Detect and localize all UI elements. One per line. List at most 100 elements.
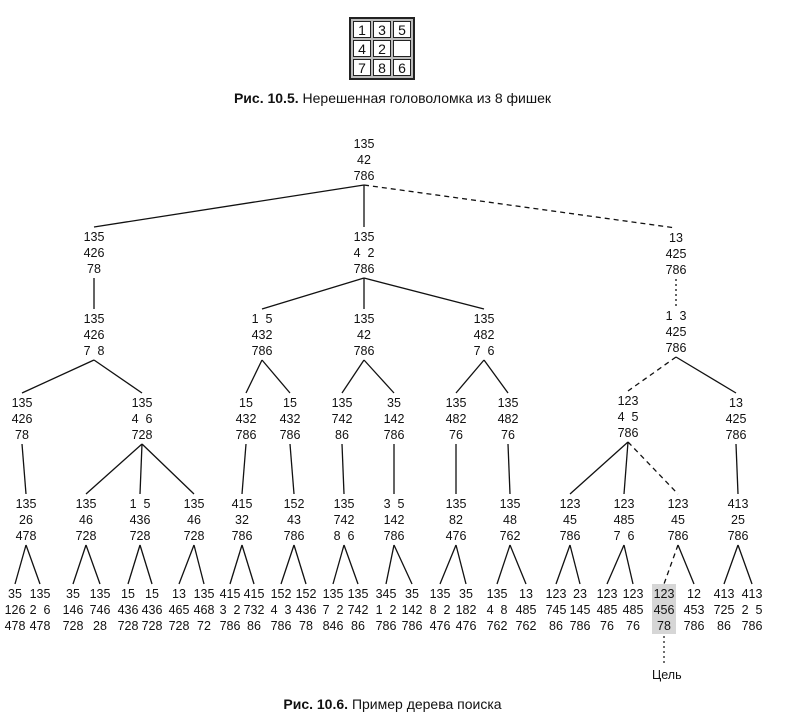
- tree-edge: [141, 443, 195, 495]
- node-row: 762: [487, 619, 508, 633]
- node-row: 135: [500, 497, 521, 511]
- node-row: 426: [84, 246, 105, 260]
- node-row: 453: [684, 603, 705, 617]
- node-row: 728: [142, 619, 163, 633]
- node-row: 135: [84, 230, 105, 244]
- node-row: 413: [742, 587, 763, 601]
- node-row: 1 5: [252, 312, 273, 326]
- node-row: 13: [669, 231, 683, 245]
- puzzle-cell: 5: [393, 21, 411, 38]
- node-row: 152: [296, 587, 317, 601]
- node-row: 426: [84, 328, 105, 342]
- node-row: 78: [657, 619, 671, 633]
- puzzle-cell: 1: [353, 21, 371, 38]
- node-row: 728: [132, 428, 153, 442]
- tree-edge: [439, 544, 457, 585]
- figure-title: Нерешенная головоломка из 8 фишек: [302, 90, 552, 106]
- node-row: 145: [570, 603, 591, 617]
- node-row: 135: [446, 396, 467, 410]
- node-row: 415: [220, 587, 241, 601]
- tree-edge: [280, 544, 295, 585]
- node-row: 436: [130, 513, 151, 527]
- node-row: 12: [687, 587, 701, 601]
- tree-edge: [363, 184, 677, 229]
- tree-edge: [139, 443, 143, 495]
- tree-edge: [178, 544, 195, 585]
- node-row: 45: [563, 513, 577, 527]
- node-row: 13: [729, 396, 743, 410]
- node-row: 786: [742, 619, 763, 633]
- tree-edge: [93, 184, 365, 228]
- node-row: 35: [387, 396, 401, 410]
- tree-edge: [569, 441, 629, 495]
- tree-edge: [627, 356, 677, 392]
- tree-edge: [455, 544, 467, 585]
- tree-edge: [261, 277, 365, 310]
- figure-caption-tree: Рис. 10.6. Пример дерева поиска: [0, 696, 785, 712]
- node-row: 728: [76, 529, 97, 543]
- node-row: 135: [487, 587, 508, 601]
- node-row: 432: [236, 412, 257, 426]
- node-row: 135: [194, 587, 215, 601]
- tree-edge: [85, 544, 101, 585]
- node-row: 76: [501, 428, 515, 442]
- node-row: 42: [357, 328, 371, 342]
- node-row: 468: [194, 603, 215, 617]
- node-row: 436: [296, 603, 317, 617]
- node-row: 742: [332, 412, 353, 426]
- puzzle-cell-empty: [393, 40, 411, 57]
- node-row: 135: [332, 396, 353, 410]
- tree-edge: [241, 544, 255, 585]
- node-row: 7 6: [474, 344, 495, 358]
- node-row: 786: [236, 428, 257, 442]
- tree-edge: [289, 443, 295, 495]
- node-row: 13: [172, 587, 186, 601]
- figure-number: Рис. 10.6.: [283, 696, 349, 712]
- puzzle-cell: 6: [393, 59, 411, 76]
- node-row: 72: [197, 619, 211, 633]
- node-row: 86: [335, 428, 349, 442]
- node-row: 2 5: [742, 603, 763, 617]
- node-row: 728: [63, 619, 84, 633]
- node-row: 786: [402, 619, 423, 633]
- tree-edge: [341, 443, 345, 495]
- node-row: 786: [666, 263, 687, 277]
- node-row: 123: [618, 394, 639, 408]
- tree-edge: [606, 544, 625, 585]
- tree-node: 413 2 5 786: [742, 587, 763, 633]
- node-row: 425: [666, 325, 687, 339]
- node-row: 13: [519, 587, 533, 601]
- node-row: 4 3: [271, 603, 292, 617]
- node-row: 142: [402, 603, 423, 617]
- node-row: 135: [348, 587, 369, 601]
- node-row: 746: [90, 603, 111, 617]
- tree-edge: [241, 443, 247, 495]
- node-row: 786: [666, 341, 687, 355]
- node-row: 432: [252, 328, 273, 342]
- node-row: 742: [348, 603, 369, 617]
- puzzle-cell: 3: [373, 21, 391, 38]
- node-row: 415: [232, 497, 253, 511]
- tree-edge: [332, 544, 345, 585]
- goal-label: Цель: [652, 668, 682, 682]
